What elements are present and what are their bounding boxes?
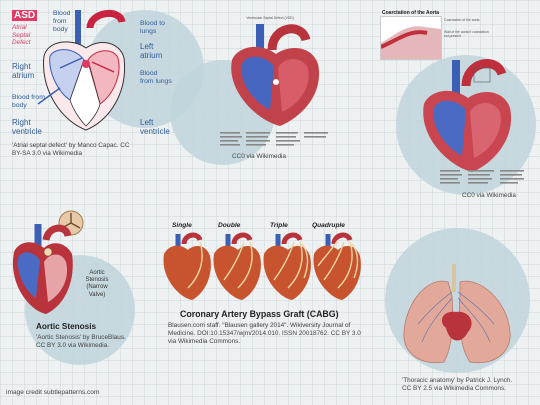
cabg-header-quadruple: Quadruple [312,222,345,229]
coarct-inset-drawing [381,26,441,59]
coarct-caption: CC0 via Wikimedia [462,192,516,199]
vsd-legend-text [220,132,328,146]
vsd-title: Ventricular Septal Defect (VSD) [246,16,294,20]
footer-credit: image credit subtlepatterns.com [6,389,100,396]
aortic-title: Aortic Stenosis [36,322,97,331]
asd-heart-diagram [37,10,126,131]
thoracic-lungs-illustration [403,264,511,364]
thoracic-caption: 'Thoracic anatomy' by Patrick J. Lynch. … [402,377,513,392]
asd-title-line: Septal [12,31,31,39]
coarct-callout-2: Wall of the aorta if coarctation not pre… [444,30,489,39]
cabg-header-triple: Triple [270,222,288,229]
aortic-heart-illustration [12,224,73,314]
cabg-title: Coronary Artery Bypass Graft (CABG) [180,309,339,319]
asd-abbr: ASD [12,10,38,21]
asd-label-left-ventricle: Left ventricle [140,118,170,137]
coarct-callout-1: Coarctation of the aorta [444,18,480,22]
asd-label-left-atrium: Left atrium [140,42,163,61]
asd-label-blood-to-lungs: Blood to lungs [140,20,165,35]
cabg-header-single: Single [172,222,192,229]
vsd-caption: CC0 via Wikimedia [232,153,286,160]
asd-caption: 'Atrial septal defect' by Manco Capac. C… [12,142,130,157]
vsd-heart-illustration [231,24,320,126]
asd-title-line: Defect [12,39,31,47]
coarct-inset [380,16,442,60]
asd-title: Atrial Septal Defect [12,24,30,47]
cabg-hearts-illustration [163,232,361,300]
coarct-title: Coarctation of the Aorta [382,10,440,16]
asd-label-blood-from-lungs: Blood from lungs [140,70,172,85]
asd-label-right-ventricle: Right ventricle [12,118,42,137]
cabg-header-double: Double [218,222,241,229]
coarct-heart-illustration [423,59,512,172]
cabg-caption: Blausen.com staff. "Blausen gallery 2014… [168,322,361,345]
asd-label-blood-from-body-bottom: Blood from body [12,94,45,109]
asd-title-line: Atrial [12,24,27,31]
aortic-label: Aortic Stenosis (Narrow Valve) [85,270,109,298]
aortic-caption: 'Aortic Stenosis' by BruceBlaus. CC BY 3… [36,334,126,349]
asd-label-blood-from-body-top: Blood from body [53,10,71,33]
coarct-legend-text [440,170,524,184]
asd-label-right-atrium: Right atrium [12,62,35,81]
